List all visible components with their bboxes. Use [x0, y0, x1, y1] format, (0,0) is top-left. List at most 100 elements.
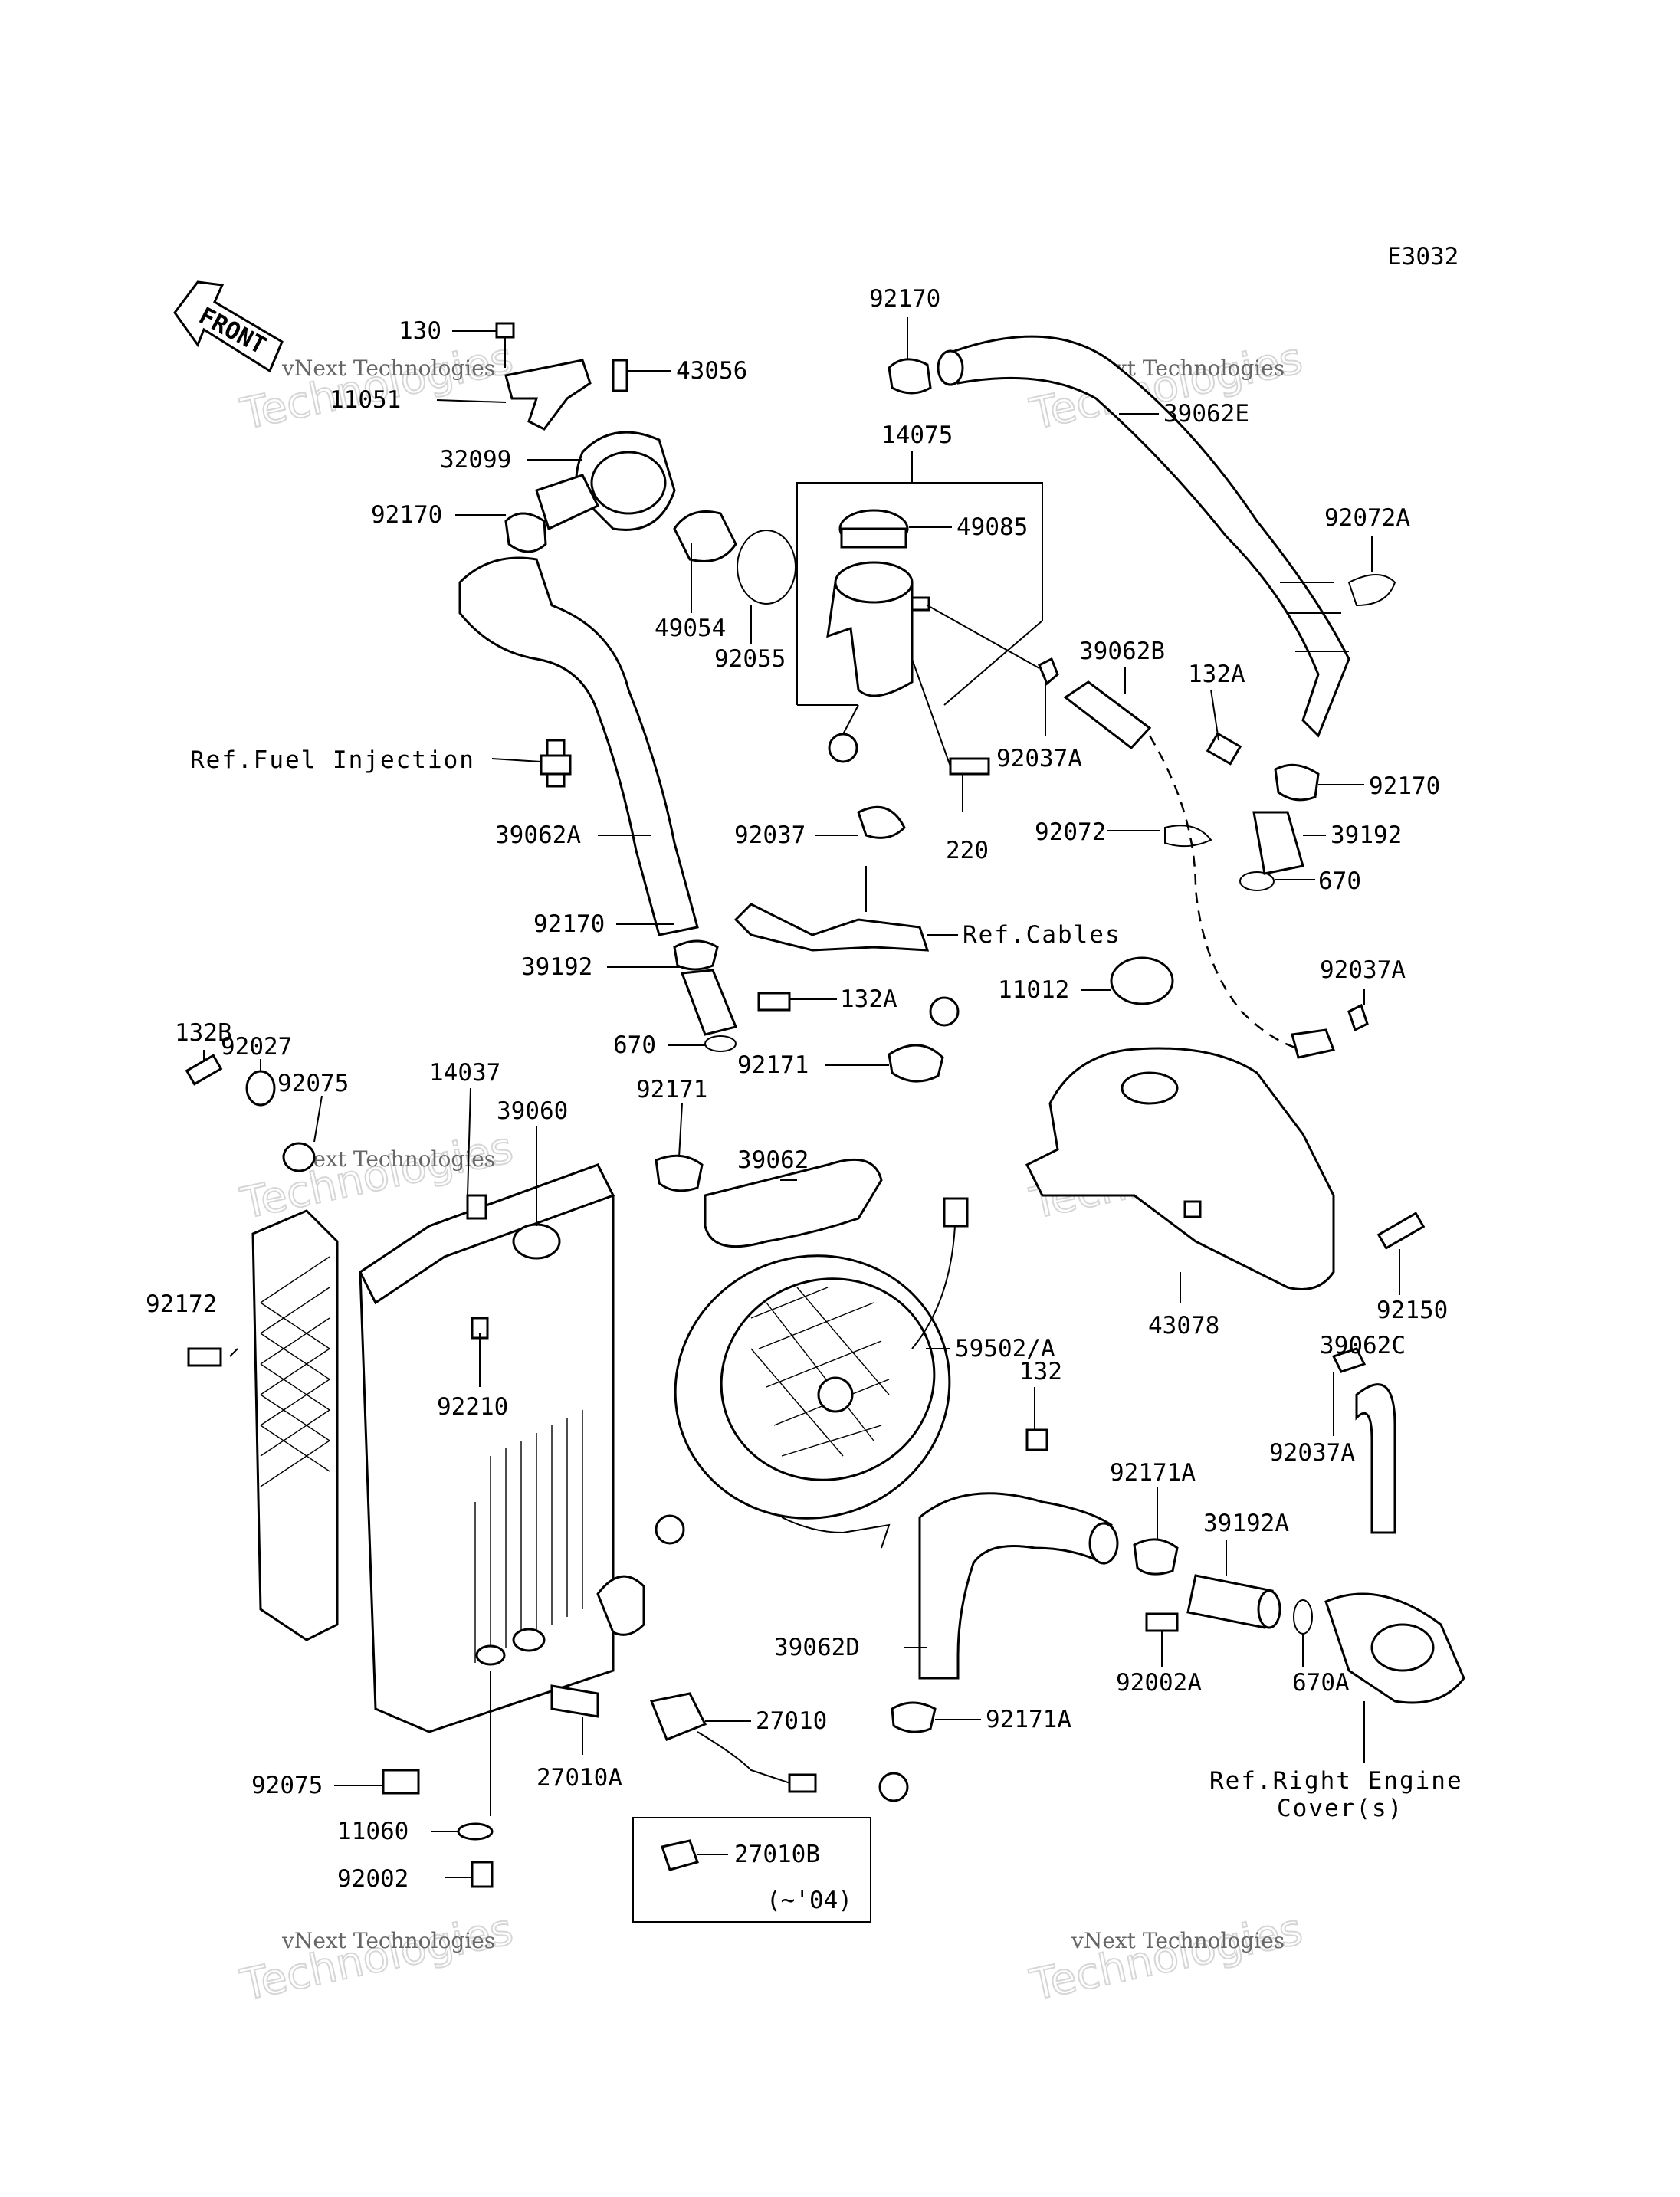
reserve-tank-icon: [1025, 956, 1335, 1290]
watermark-text: vNext Technologies: [281, 356, 495, 381]
hose-fitting-icon: [1252, 811, 1304, 875]
watermark-text: Technologies: [1025, 1904, 1306, 2011]
label-670a: 670A: [1292, 1669, 1350, 1697]
label-59502a: 59502/A: [955, 1335, 1055, 1362]
bolt-132b-icon: [185, 1054, 223, 1086]
label-43078: 43078: [1148, 1312, 1219, 1340]
hose-39062b: [1063, 680, 1336, 1059]
label-92171a: 92171A: [986, 1706, 1071, 1733]
label-49085: 49085: [956, 513, 1028, 541]
hose-clamp-icon: [655, 1154, 704, 1192]
label-14075: 14075: [881, 421, 953, 449]
label-92037a: 92037A: [996, 745, 1082, 772]
label-27010: 27010: [756, 1707, 827, 1735]
drain-plug-icon: [471, 1861, 494, 1888]
label-43056: 43056: [676, 357, 747, 385]
label-670: 670: [613, 1031, 656, 1059]
hose-39062a: [458, 556, 699, 936]
hose-clamp-icon: [888, 1044, 944, 1083]
ref-cables: Ref.Cables: [963, 921, 1121, 949]
label-39192: 39192: [521, 953, 592, 981]
washer-icon: [457, 1822, 494, 1841]
label-39060: 39060: [497, 1097, 568, 1125]
radiator-icon: [251, 1163, 645, 1733]
o-ring-icon: [1239, 871, 1275, 891]
hose-clamp-icon: [1133, 1538, 1179, 1576]
label-670: 670: [1318, 867, 1361, 895]
thermostat-housing-assembly: [495, 322, 796, 605]
bracket-14037-icon: [466, 1194, 487, 1220]
label-14037: 14037: [429, 1059, 500, 1087]
label-92210: 92210: [437, 1393, 508, 1421]
label-39062a: 39062A: [495, 821, 581, 849]
label-92170: 92170: [371, 501, 442, 529]
hose-39062d: [918, 1492, 1119, 1680]
o-ring-icon: [704, 1035, 737, 1052]
label-92171a: 92171A: [1110, 1459, 1196, 1487]
label-11051: 11051: [330, 386, 401, 414]
label-92075: 92075: [277, 1070, 349, 1097]
bolt-220-icon: [949, 757, 990, 776]
label-39062: 39062: [737, 1146, 809, 1174]
label-92170: 92170: [1369, 772, 1440, 800]
grommet-icon: [282, 1142, 316, 1172]
label-39192: 39192: [1331, 821, 1402, 849]
bolt-132-icon: [1025, 1428, 1048, 1451]
label-132: 132: [1019, 1358, 1062, 1385]
label-27010b: 27010B: [734, 1841, 820, 1868]
inset-box: [632, 1817, 871, 1923]
label-39062c: 39062C: [1320, 1332, 1406, 1359]
label-220: 220: [946, 837, 989, 864]
bracket-icon: [504, 359, 592, 431]
hose-39062c-icon: [1355, 1383, 1396, 1534]
watermark-text: vNext Technologies: [281, 1146, 495, 1172]
leader-lines: [203, 317, 1400, 1878]
fuel-injection-sensor-icon: [540, 739, 572, 788]
label-132a: 132A: [1188, 661, 1245, 688]
label-92170: 92170: [533, 910, 605, 938]
filler-neck-assembly: [796, 482, 1043, 776]
watermark-text: vNext Technologies: [1071, 1928, 1285, 1953]
o-ring-icon: [1293, 1599, 1313, 1635]
label-39062d: 39062D: [774, 1634, 860, 1661]
front-label: FRONT: [195, 302, 271, 360]
hose-clip-icon: [1331, 1347, 1367, 1373]
hose-clip-icon: [1038, 657, 1059, 686]
label-92037: 92037: [734, 821, 806, 849]
hose-clamp-icon: [1347, 574, 1396, 607]
bolt-132a-icon: [1206, 732, 1242, 766]
label-130: 130: [399, 317, 441, 345]
hose-fitting-icon: [680, 969, 738, 1036]
label-92027: 92027: [221, 1033, 292, 1061]
hose-fitting-icon: [1186, 1574, 1274, 1629]
bolt-130-icon: [495, 322, 515, 339]
hose-clamp-icon: [673, 939, 719, 971]
ref-fuel-injection: Ref.Fuel Injection: [190, 746, 475, 774]
hose-clamp-icon: [504, 512, 547, 553]
label-92037a: 92037A: [1320, 956, 1406, 984]
label-39192a: 39192A: [1203, 1510, 1289, 1537]
label-11012: 11012: [998, 976, 1069, 1004]
label-92171: 92171: [636, 1076, 707, 1103]
hose-clamp-icon: [888, 358, 932, 395]
label-132b: 132B: [175, 1019, 232, 1047]
label-note-04: (~'04): [766, 1887, 852, 1914]
label-39062b: 39062B: [1079, 638, 1165, 665]
label-92172: 92172: [146, 1290, 217, 1318]
bolt-92172-icon: [187, 1347, 222, 1367]
label-92055: 92055: [714, 645, 786, 673]
label-27010a: 27010A: [536, 1764, 622, 1792]
label-92072: 92072: [1035, 818, 1106, 846]
label-39062e: 39062E: [1163, 400, 1249, 428]
label-132a: 132A: [840, 985, 897, 1013]
front-arrow-icon: FRONT: [173, 280, 284, 373]
hose-clamp-icon: [1164, 825, 1212, 848]
bolt-92150-icon: [1376, 1212, 1426, 1250]
bolt-132a-icon: [757, 992, 791, 1012]
label-49054: 49054: [655, 615, 726, 642]
hose-clamp-icon: [891, 1701, 937, 1733]
label-92170: 92170: [869, 285, 940, 313]
thermostat-icon: [673, 510, 737, 562]
marker-a-icon: [828, 733, 858, 763]
fan-switch-icon: [661, 1839, 699, 1871]
